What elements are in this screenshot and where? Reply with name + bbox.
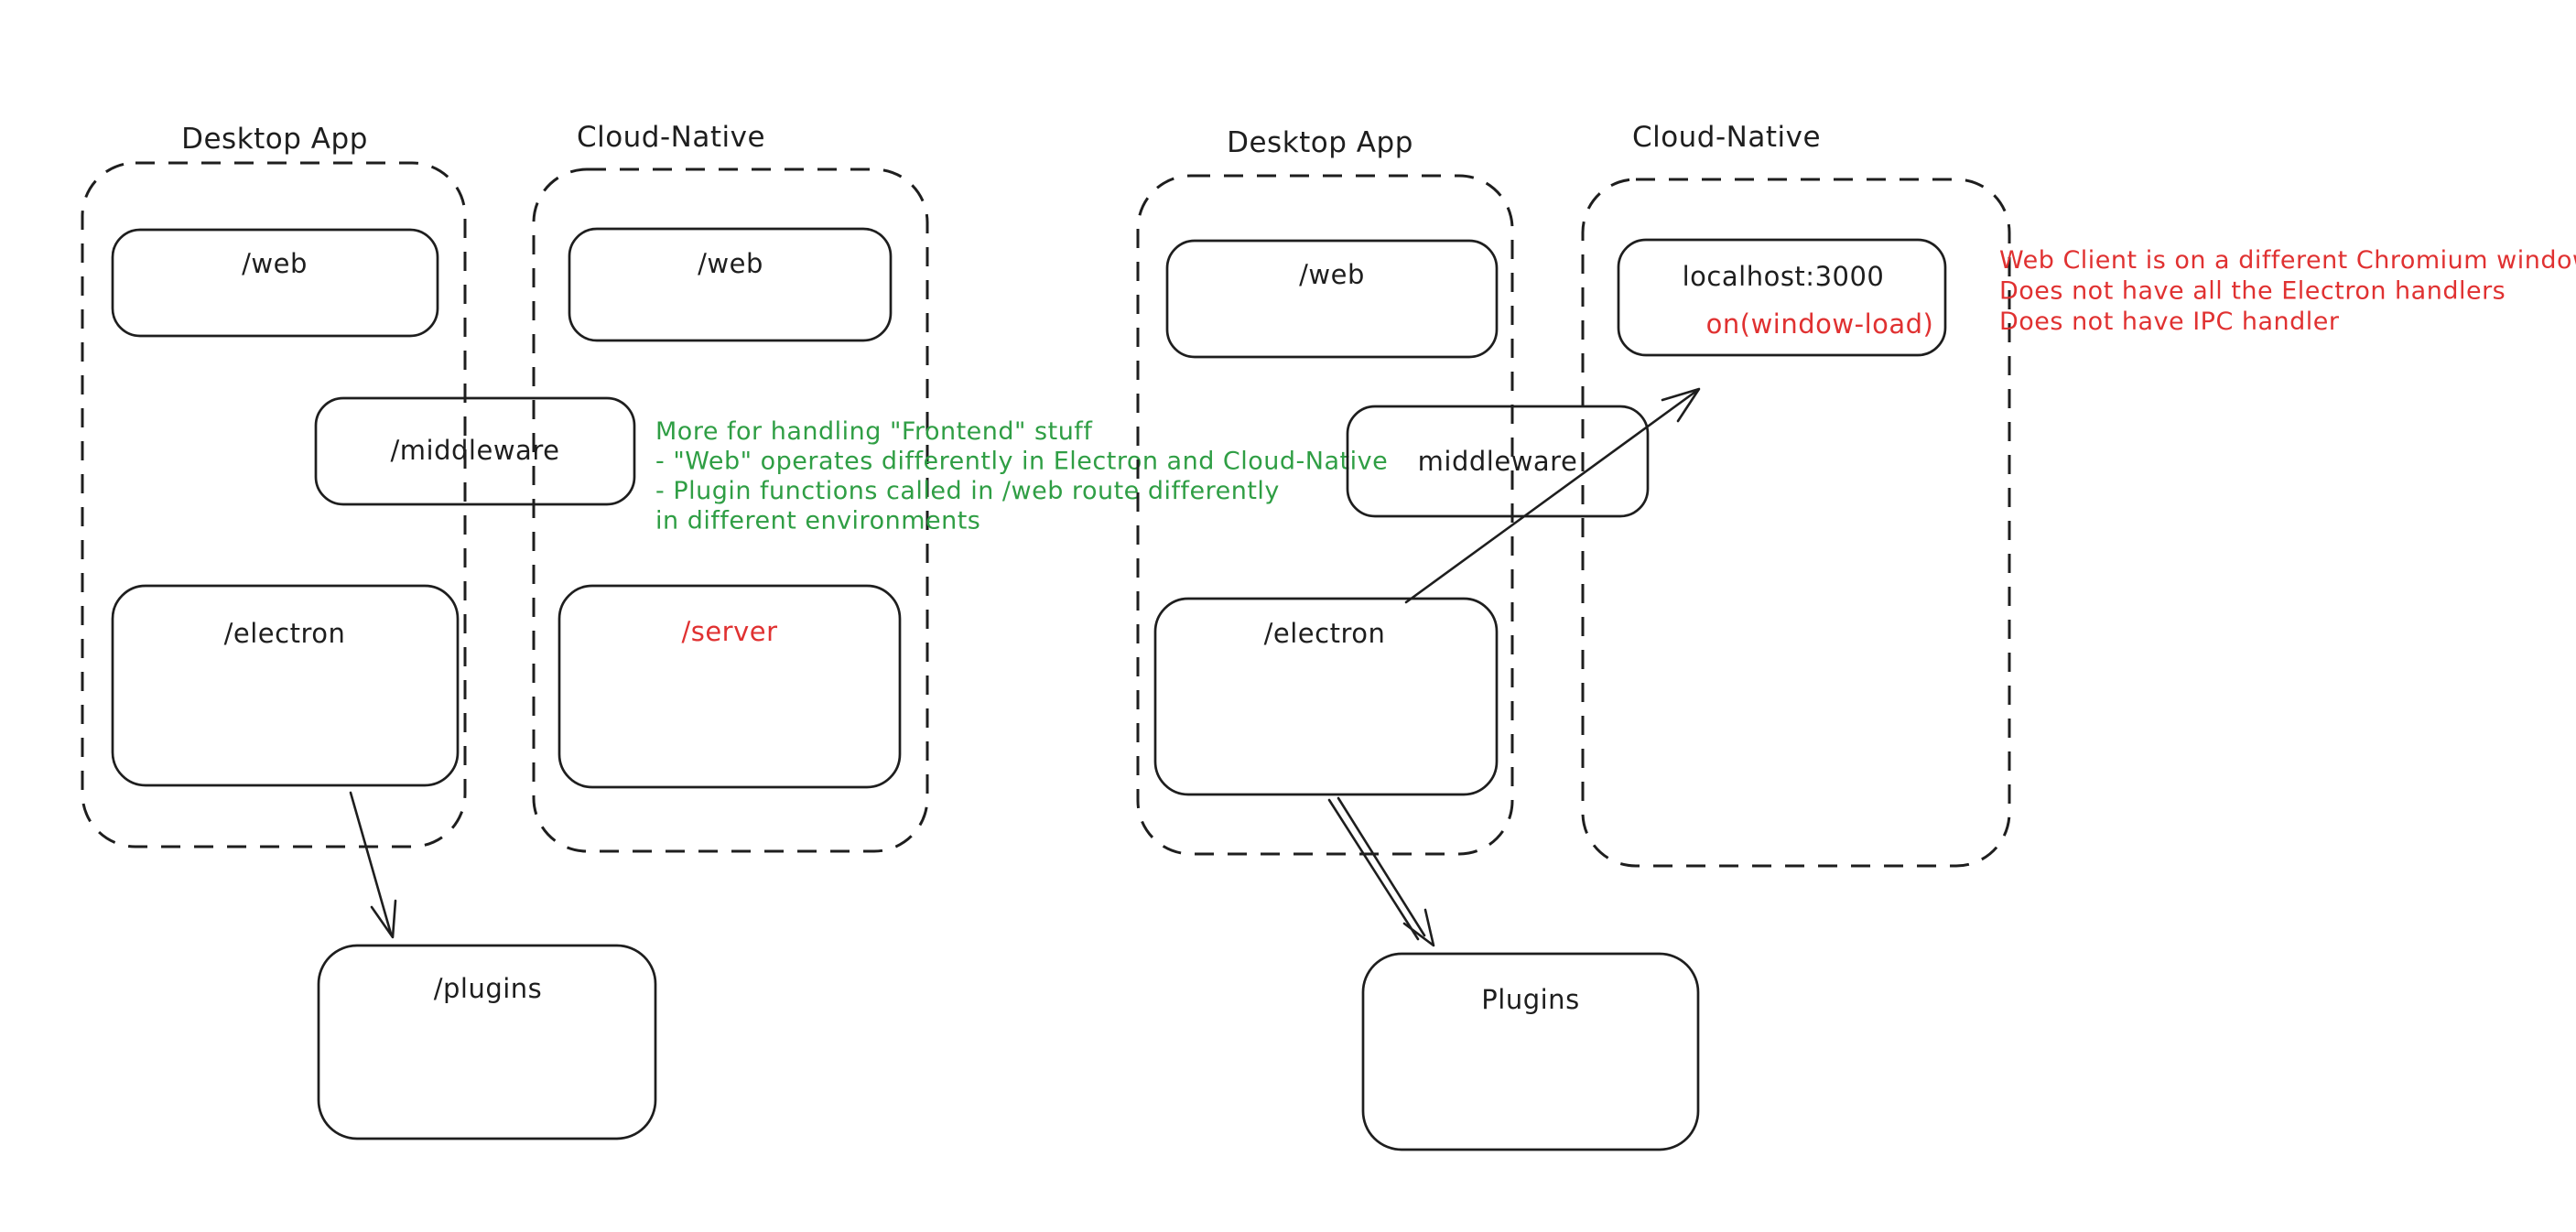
right-electron-to-localhost-arrow[interactable] xyxy=(1404,387,1701,604)
right-plugins-box[interactable] xyxy=(1361,952,1700,1151)
arrow-shaft xyxy=(1337,796,1426,937)
left-web-cloud-box[interactable] xyxy=(568,227,893,342)
left-electron-box[interactable] xyxy=(111,584,460,787)
left-plugins-box[interactable] xyxy=(317,944,657,1140)
right-electron-label: /electron xyxy=(1264,618,1386,649)
right-electron-box[interactable] xyxy=(1153,597,1499,796)
right-middleware-box[interactable] xyxy=(1346,405,1650,518)
right-middleware-label: middleware xyxy=(1418,446,1578,477)
right-web-box[interactable] xyxy=(1165,239,1499,359)
right-window-load-label: on(window-load) xyxy=(1706,308,1934,340)
left-web-desktop-box[interactable] xyxy=(111,228,439,338)
right-localhost-box[interactable] xyxy=(1617,238,1947,357)
right-desktop-app-container[interactable] xyxy=(1136,174,1514,856)
arrow-shaft xyxy=(349,791,393,935)
green-note-line: - "Web" operates differently in Electron… xyxy=(655,448,1388,476)
left-electron-label: /electron xyxy=(224,618,346,649)
green-note-line: in different environments xyxy=(655,507,980,535)
right-electron-to-plugins-arrow[interactable] xyxy=(1327,796,1435,947)
green-note-line: More for handling "Frontend" stuff xyxy=(655,417,1093,446)
arrowhead xyxy=(370,899,397,939)
right-desktop-app-title[interactable]: Desktop App xyxy=(1227,126,1413,159)
left-middleware-box[interactable] xyxy=(314,396,636,506)
right-plugins-label: Plugins xyxy=(1481,984,1579,1015)
left-web-desktop-label: /web xyxy=(242,248,308,279)
left-plugins-label: /plugins xyxy=(434,973,543,1004)
right-cloud-native-title[interactable]: Cloud-Native xyxy=(1632,121,1821,154)
green-note-line: - Plugin functions called in /web route … xyxy=(655,477,1280,505)
arrowhead xyxy=(1661,387,1701,423)
left-cloud-native-title[interactable]: Cloud-Native xyxy=(577,121,765,154)
left-web-cloud-label: /web xyxy=(698,248,763,279)
arrow-shaft xyxy=(1404,390,1697,604)
left-electron-to-plugins-arrow[interactable] xyxy=(349,791,397,939)
red-note[interactable]: Web Client is on a different Chromium wi… xyxy=(1999,246,2576,336)
right-cloud-native-container[interactable] xyxy=(1581,178,2011,868)
right-localhost-label: localhost:3000 xyxy=(1683,261,1885,292)
left-cloud-native-container[interactable] xyxy=(532,168,929,853)
left-desktop-app-container[interactable] xyxy=(81,161,467,848)
left-server-box[interactable] xyxy=(557,584,902,789)
left-server-label: /server xyxy=(681,616,777,647)
arrow-shaft-2 xyxy=(1327,798,1420,941)
red-note-line: Web Client is on a different Chromium wi… xyxy=(1999,246,2576,275)
red-note-line: Does not have all the Electron handlers xyxy=(1999,277,2506,306)
red-note-line: Does not have IPC handler xyxy=(1999,308,2340,336)
arrowhead xyxy=(1402,908,1435,947)
left-desktop-app-title[interactable]: Desktop App xyxy=(181,123,368,156)
left-middleware-label: /middleware xyxy=(391,435,560,466)
right-web-label: /web xyxy=(1299,259,1365,290)
green-note[interactable]: More for handling "Frontend" stuff - "We… xyxy=(655,417,1396,535)
